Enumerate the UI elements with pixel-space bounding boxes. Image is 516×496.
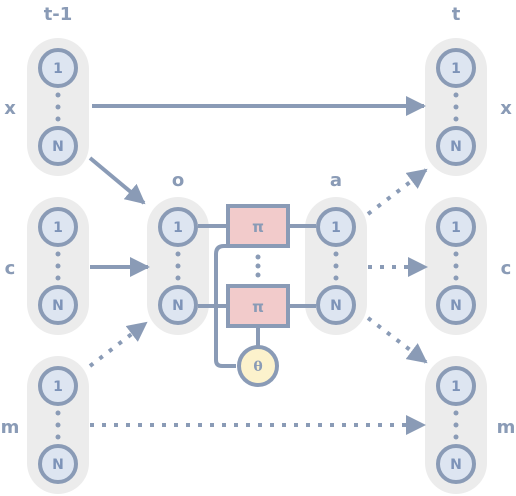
node-ellipsis-dot [453,116,459,122]
node-ellipsis-dot [55,422,61,428]
node-ellipsis-dot [453,263,459,269]
node-ellipsis-dot [55,251,61,257]
pi-box-N: π [226,284,290,328]
row-label-c-right: c [501,258,512,279]
node-N-label: N [52,298,64,314]
time-label-next: t [452,4,461,25]
node-column-c-next: 1N [425,197,487,335]
node-1-label: 1 [331,220,341,236]
node-N-label: N [330,298,342,314]
node-ellipsis-dot [453,434,459,440]
node-1-circle [436,48,476,88]
node-N-circle [316,285,356,325]
node-1-circle [158,207,198,247]
theta-node: θ [237,345,279,387]
node-column-m-prev: 1N [27,356,89,494]
row-label-x-left: x [4,98,16,119]
pi-label-N: π [252,298,264,316]
node-ellipsis-dot [333,263,339,269]
node-1-label: 1 [451,379,461,395]
node-1-label: 1 [53,379,63,395]
pi-ellipsis [255,254,261,278]
node-ellipsis-dot [55,104,61,110]
edge-m-to-o [88,321,148,368]
node-1-circle [38,207,78,247]
node-ellipsis-dot [55,263,61,269]
pi-box-1: π [226,204,290,248]
node-ellipsis-dot [333,251,339,257]
wire-theta-to-pi1 [214,244,236,368]
node-ellipsis-dot [175,275,181,281]
node-ellipsis-dot [55,275,61,281]
pi-label-1: π [252,218,264,236]
node-1-circle [38,48,78,88]
node-N-label: N [450,139,462,155]
node-column-c-prev: 1N [27,197,89,335]
node-column-x-next: 1N [425,38,487,176]
node-1-circle [436,207,476,247]
theta-label: θ [253,359,262,375]
node-ellipsis-dot [453,275,459,281]
node-ellipsis-dot [453,251,459,257]
edge-a-to-m [366,316,428,364]
node-ellipsis-dot [453,92,459,98]
edge-a-to-x [366,168,428,216]
node-1-circle [316,207,356,247]
node-N-circle [436,285,476,325]
node-N-label: N [450,298,462,314]
node-ellipsis-dot [55,92,61,98]
edge-x-to-o [88,156,146,205]
node-N-circle [436,126,476,166]
node-ellipsis-dot [453,104,459,110]
node-N-label: N [52,457,64,473]
node-column-m-next: 1N [425,356,487,494]
node-ellipsis-dot [175,251,181,257]
node-N-circle [38,444,78,484]
node-ellipsis-dot [453,410,459,416]
row-label-m-right: m [497,417,516,438]
node-N-label: N [52,139,64,155]
node-N-circle [38,126,78,166]
node-N-circle [436,444,476,484]
node-ellipsis-dot [333,275,339,281]
node-ellipsis-dot [55,116,61,122]
node-ellipsis-dot [175,263,181,269]
node-1-label: 1 [451,220,461,236]
node-N-label: N [450,457,462,473]
node-1-label: 1 [451,61,461,77]
label-a: a [330,170,342,191]
node-N-circle [38,285,78,325]
node-N-circle [158,285,198,325]
node-1-circle [436,366,476,406]
node-ellipsis-dot [55,410,61,416]
node-column-o: 1N [147,197,209,335]
node-1-circle [38,366,78,406]
node-ellipsis-dot [55,434,61,440]
row-label-c-left: c [5,258,16,279]
node-ellipsis-dot [453,422,459,428]
node-column-a: 1N [305,197,367,335]
node-N-label: N [172,298,184,314]
time-label-prev: t-1 [44,4,73,25]
node-1-label: 1 [173,220,183,236]
row-label-x-right: x [500,98,512,119]
node-1-label: 1 [53,220,63,236]
row-label-m-left: m [1,417,20,438]
label-o: o [172,170,184,191]
node-column-x-prev: 1N [27,38,89,176]
node-1-label: 1 [53,61,63,77]
